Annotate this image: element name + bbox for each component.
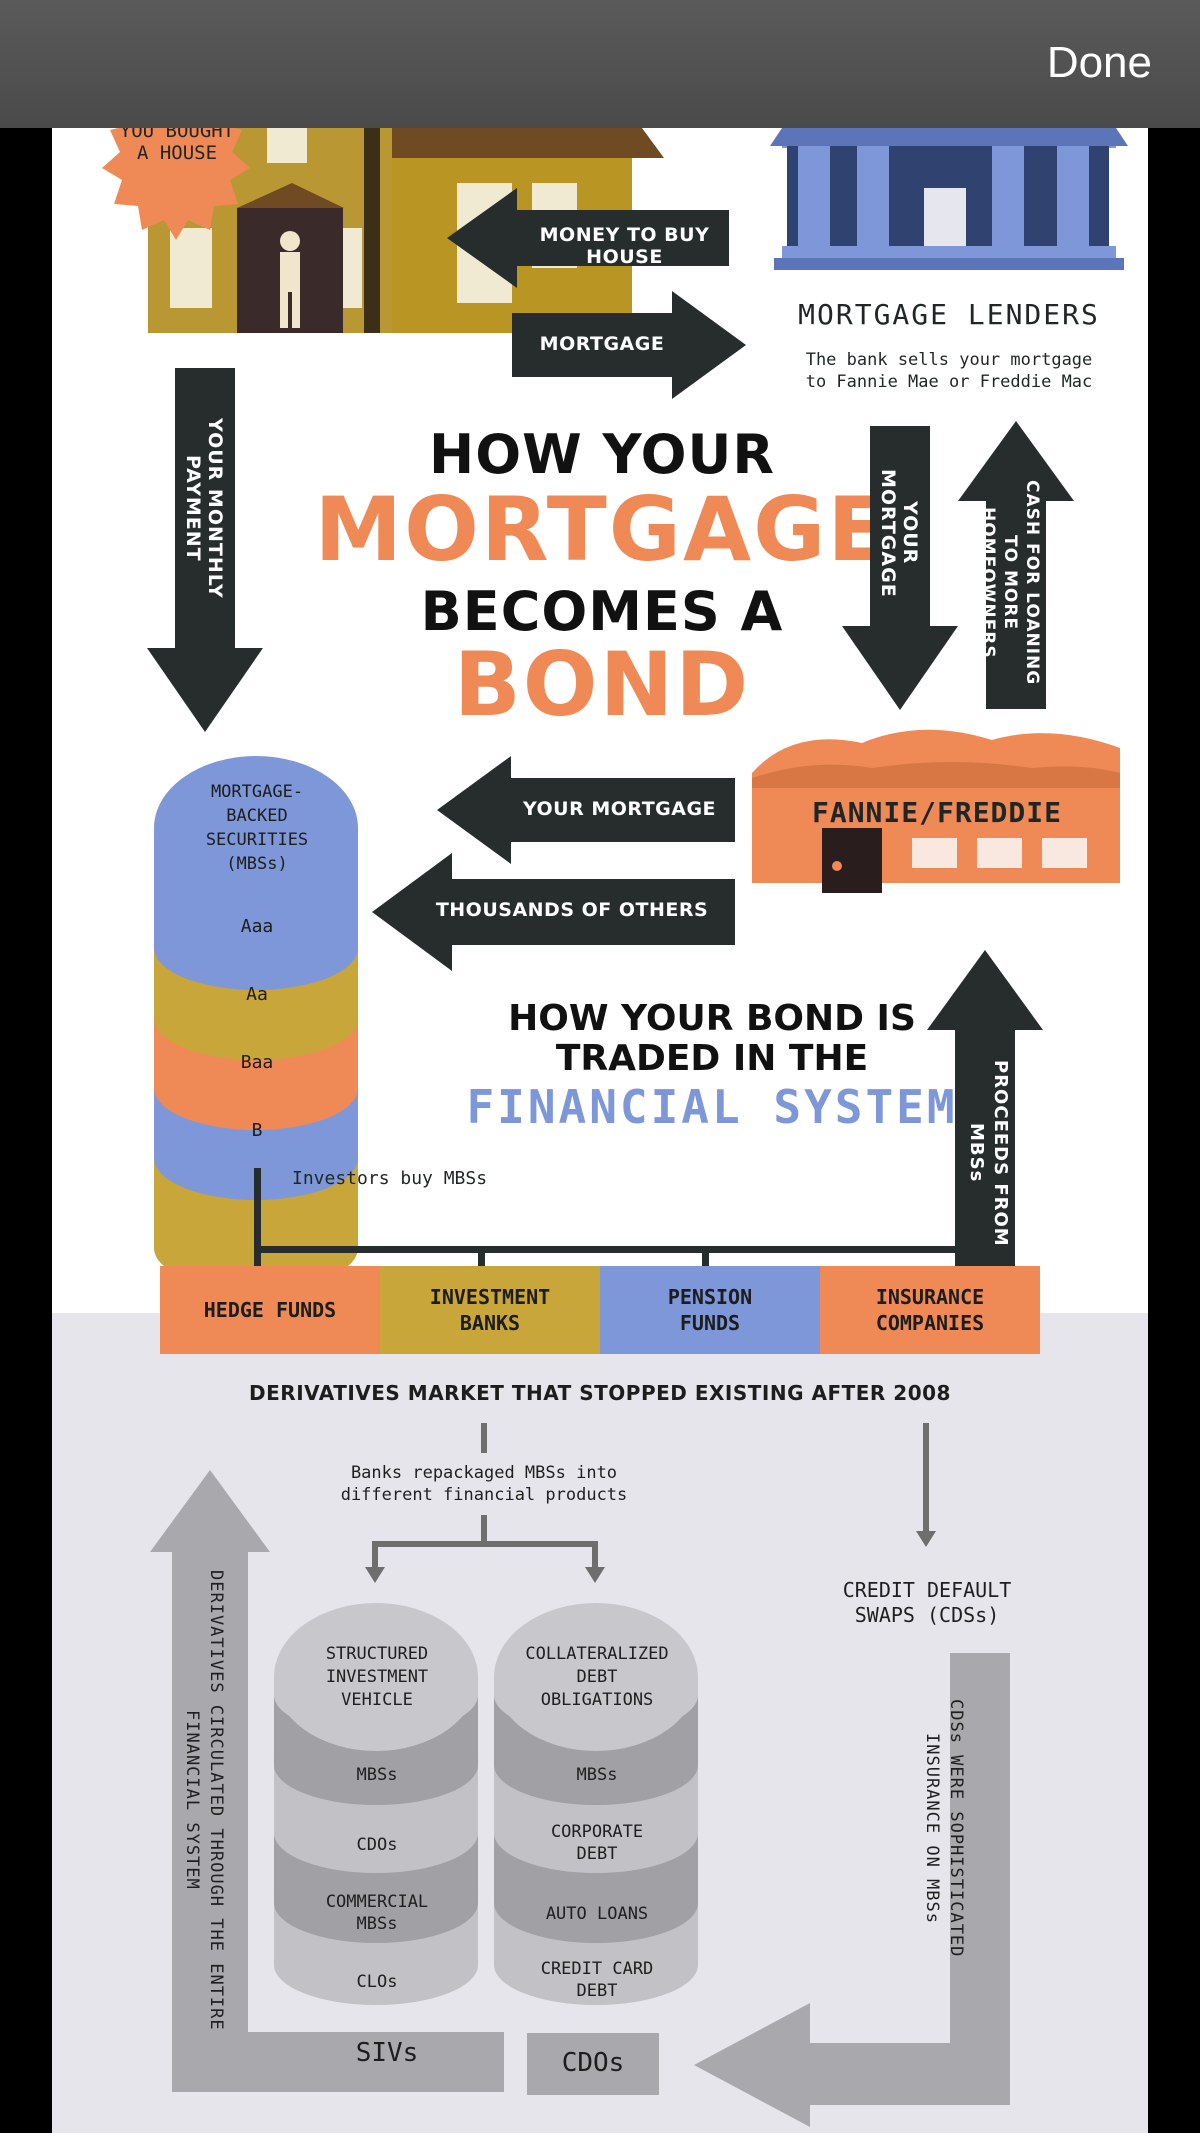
siv-stack: [274, 1603, 478, 2005]
investor-pension-funds: PENSION FUNDS: [600, 1266, 820, 1354]
cdo-stack-title: COLLATERALIZED DEBT OBLIGATIONS: [525, 1644, 669, 1710]
fannie-freddie-label: FANNIE/FREDDIE: [811, 796, 1062, 829]
thousands-arrow: [372, 853, 735, 971]
your-mortgage-down-label: YOUR MORTGAGE: [877, 468, 921, 598]
proceeds-arrow: [927, 950, 1043, 1300]
cds-arrow: [694, 1653, 1010, 2127]
traded-line2: TRADED IN THE: [555, 1038, 869, 1079]
investor-hedge-funds-label: HEDGE FUNDS: [203, 1298, 337, 1322]
cdo-stack: [494, 1603, 698, 2005]
money-to-buy-house-label: MONEY TO BUY HOUSE: [539, 224, 710, 268]
title-line3: BECOMES A: [420, 580, 784, 643]
investor-bar: HEDGE FUNDS INVESTMENT BANKS PENSION FUN…: [160, 1266, 1040, 1354]
siv-layer-mbss: MBSs: [356, 1765, 398, 1785]
your-mortgage-left-arrow: [437, 756, 735, 864]
traded-line1: HOW YOUR BOND IS: [508, 998, 916, 1039]
mbs-layer-baa: Baa: [240, 1052, 274, 1073]
sivs-label: SIVs: [355, 2038, 419, 2068]
mortgage-lenders-title: MORTGAGE LENDERS: [798, 298, 1100, 331]
investor-investment-banks-label: INVESTMENT BANKS: [429, 1285, 551, 1335]
monthly-payment-arrow: [147, 368, 263, 732]
cdos-label: CDOs: [561, 2048, 625, 2078]
siv-stack-title: STRUCTURED INVESTMENT VEHICLE: [325, 1644, 429, 1710]
investor-insurance-companies: INSURANCE COMPANIES: [820, 1266, 1040, 1354]
mbs-layer-aa: Aa: [246, 984, 268, 1005]
mbs-layer-aaa: Aaa: [240, 916, 274, 937]
mbs-layer-b: B: [251, 1120, 263, 1141]
investors-buy-text: Investors buy MBSs: [292, 1168, 488, 1189]
derivatives-circulated-label: DERIVATIVES CIRCULATED THROUGH THE ENTIR…: [182, 1569, 226, 2031]
title-line4: BOND: [453, 633, 751, 736]
your-mortgage-down-arrow: [842, 426, 958, 710]
siv-layer-cdos: CDOs: [356, 1835, 398, 1855]
cdo-layer-corporate-debt: CORPORATE DEBT: [550, 1822, 644, 1864]
cdo-layer-mbss: MBSs: [576, 1765, 618, 1785]
lenders-desc-line1: The bank sells your mortgage: [805, 350, 1093, 370]
house-badge-text: YOU BOUGHT A HOUSE: [119, 128, 235, 164]
mortgage-label: MORTGAGE: [539, 333, 665, 355]
your-mortgage-left-label: YOUR MORTGAGE: [522, 798, 717, 820]
money-arrow: [447, 188, 729, 288]
investor-insurance-companies-label: INSURANCE COMPANIES: [875, 1285, 985, 1335]
investor-investment-banks: INVESTMENT BANKS: [380, 1266, 600, 1354]
top-bar: Done: [0, 0, 1200, 128]
siv-layer-clos: CLOs: [356, 1972, 398, 1992]
title-line1: HOW YOUR: [429, 423, 775, 486]
cash-arrow: [958, 421, 1074, 709]
cdo-layer-credit-card-debt: CREDIT CARD DEBT: [540, 1959, 654, 2001]
mortgage-arrow: [512, 291, 746, 399]
cdo-layer-auto-loans: AUTO LOANS: [545, 1904, 649, 1924]
done-button[interactable]: Done: [1046, 38, 1152, 87]
fannie-freddie-building: [752, 729, 1120, 893]
banks-repackaged-text: Banks repackaged MBSs into different fin…: [340, 1463, 628, 1505]
mbs-stack-title: MORTGAGE- BACKED SECURITIES (MBSs): [205, 782, 309, 874]
lenders-desc-line2: to Fannie Mae or Freddie Mac: [805, 372, 1093, 392]
investor-hedge-funds: HEDGE FUNDS: [160, 1266, 380, 1354]
infographic-poster: YOU BOUGHT A HOUSE MONEY TO BUY HOUSE MO…: [52, 128, 1148, 2133]
investor-pension-funds-label: PENSION FUNDS: [667, 1285, 753, 1335]
siv-layer-commercial-mbss: COMMERCIAL MBSs: [325, 1892, 429, 1934]
cdos-box: [527, 2033, 659, 2095]
monthly-payment-label: YOUR MONTHLY PAYMENT: [182, 417, 226, 599]
cash-for-loaning-label: CASH FOR LOANING TO MORE HOMEOWNERS: [978, 480, 1042, 686]
title-line2: MORTGAGE: [314, 478, 890, 581]
proceeds-label: PROCEEDS FROM MBSs: [966, 1059, 1011, 1247]
cds-title: CREDIT DEFAULT SWAPS (CDSs): [842, 1578, 1012, 1627]
derivatives-lines: [365, 1423, 936, 1583]
traded-line3: FINANCIAL SYSTEM: [466, 1080, 958, 1134]
derivatives-circulated-arrow: [150, 1470, 504, 2092]
thousands-of-others-label: THOUSANDS OF OTHERS: [435, 899, 709, 921]
cds-insurance-label: CDSs WERE SOPHISTICATED INSURANCE ON MBS…: [922, 1698, 966, 1958]
derivatives-title: DERIVATIVES MARKET THAT STOPPED EXISTING…: [249, 1381, 951, 1405]
